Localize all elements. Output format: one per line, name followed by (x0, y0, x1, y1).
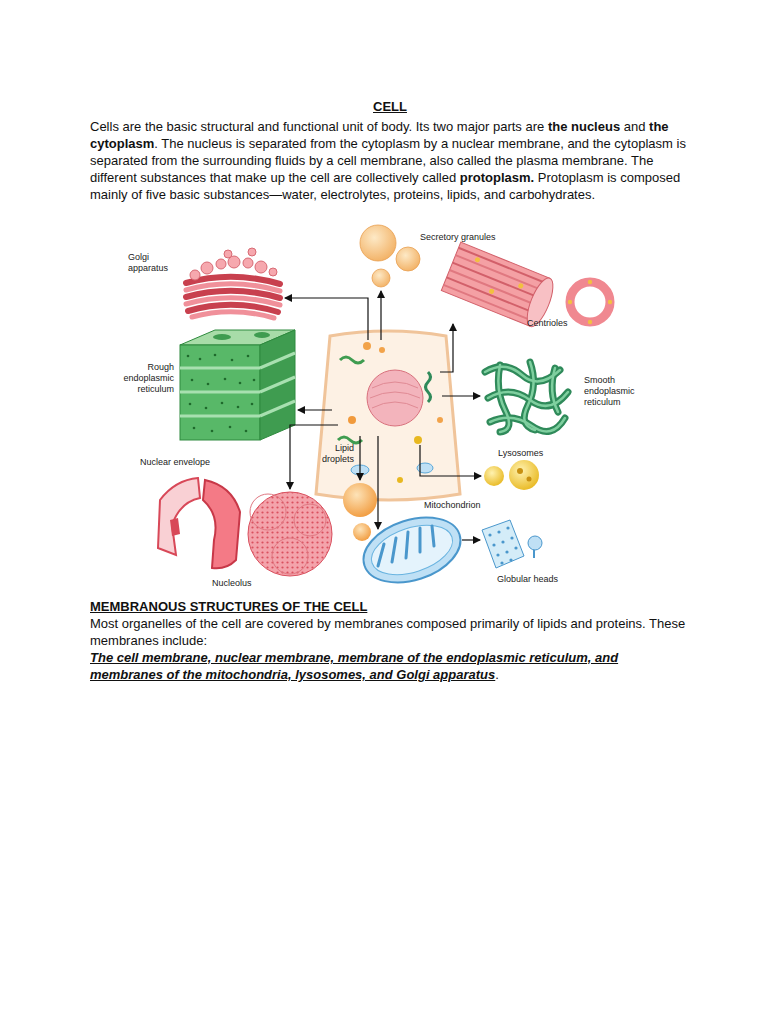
paragraph: Cells are the basic structural and funct… (90, 118, 690, 203)
text-run: MEMBRANOUS STRUCTURES OF THE CELL (90, 599, 367, 614)
part-label: Secretory granules (420, 232, 510, 243)
part-label: Smooth endoplasmic reticulum (584, 375, 650, 408)
cell-body (316, 331, 460, 500)
secretory-granules (360, 225, 420, 287)
part-label: Nucleolus (212, 578, 272, 589)
mitochondrion (355, 506, 469, 594)
part-label: Nuclear envelope (140, 457, 220, 468)
lysosomes (484, 460, 539, 490)
lipid-droplets (343, 483, 377, 541)
smooth-er (485, 362, 568, 432)
golgi-apparatus (186, 248, 280, 318)
part-label: Golgi apparatus (128, 252, 178, 274)
text-run: The cell membrane, nuclear membrane, mem… (90, 650, 618, 682)
globular-heads (482, 520, 542, 568)
text-run: Most organelles of the cell are covered … (90, 616, 685, 648)
text-column: MEMBRANOUS STRUCTURES OF THE CELL Most or… (90, 598, 690, 683)
paragraph: Most organelles of the cell are covered … (90, 615, 690, 649)
nuclear-envelope (158, 478, 240, 568)
paragraph: The cell membrane, nuclear membrane, mem… (90, 649, 690, 683)
text-run: protoplasm. (460, 170, 534, 185)
text-column: CELL Cells are the basic structural and f… (90, 98, 690, 203)
text-run: and (624, 119, 646, 134)
part-label: Lysosomes (498, 448, 558, 459)
part-label: Lipid droplets (312, 443, 354, 465)
text-run: Cells are the basic structural and funct… (90, 119, 544, 134)
nucleolus (248, 492, 332, 576)
part-label: Centrioles (527, 318, 591, 329)
text-run: the nucleus (548, 119, 620, 134)
text-run: . (495, 667, 499, 682)
part-label: Rough endoplasmic reticulum (110, 362, 174, 395)
section-heading: MEMBRANOUS STRUCTURES OF THE CELL (90, 598, 690, 615)
page-title: CELL (90, 98, 690, 115)
part-label: Mitochondrion (424, 500, 494, 511)
rough-er (180, 330, 295, 440)
part-label: Globular heads (497, 574, 567, 585)
centrioles (441, 242, 612, 330)
